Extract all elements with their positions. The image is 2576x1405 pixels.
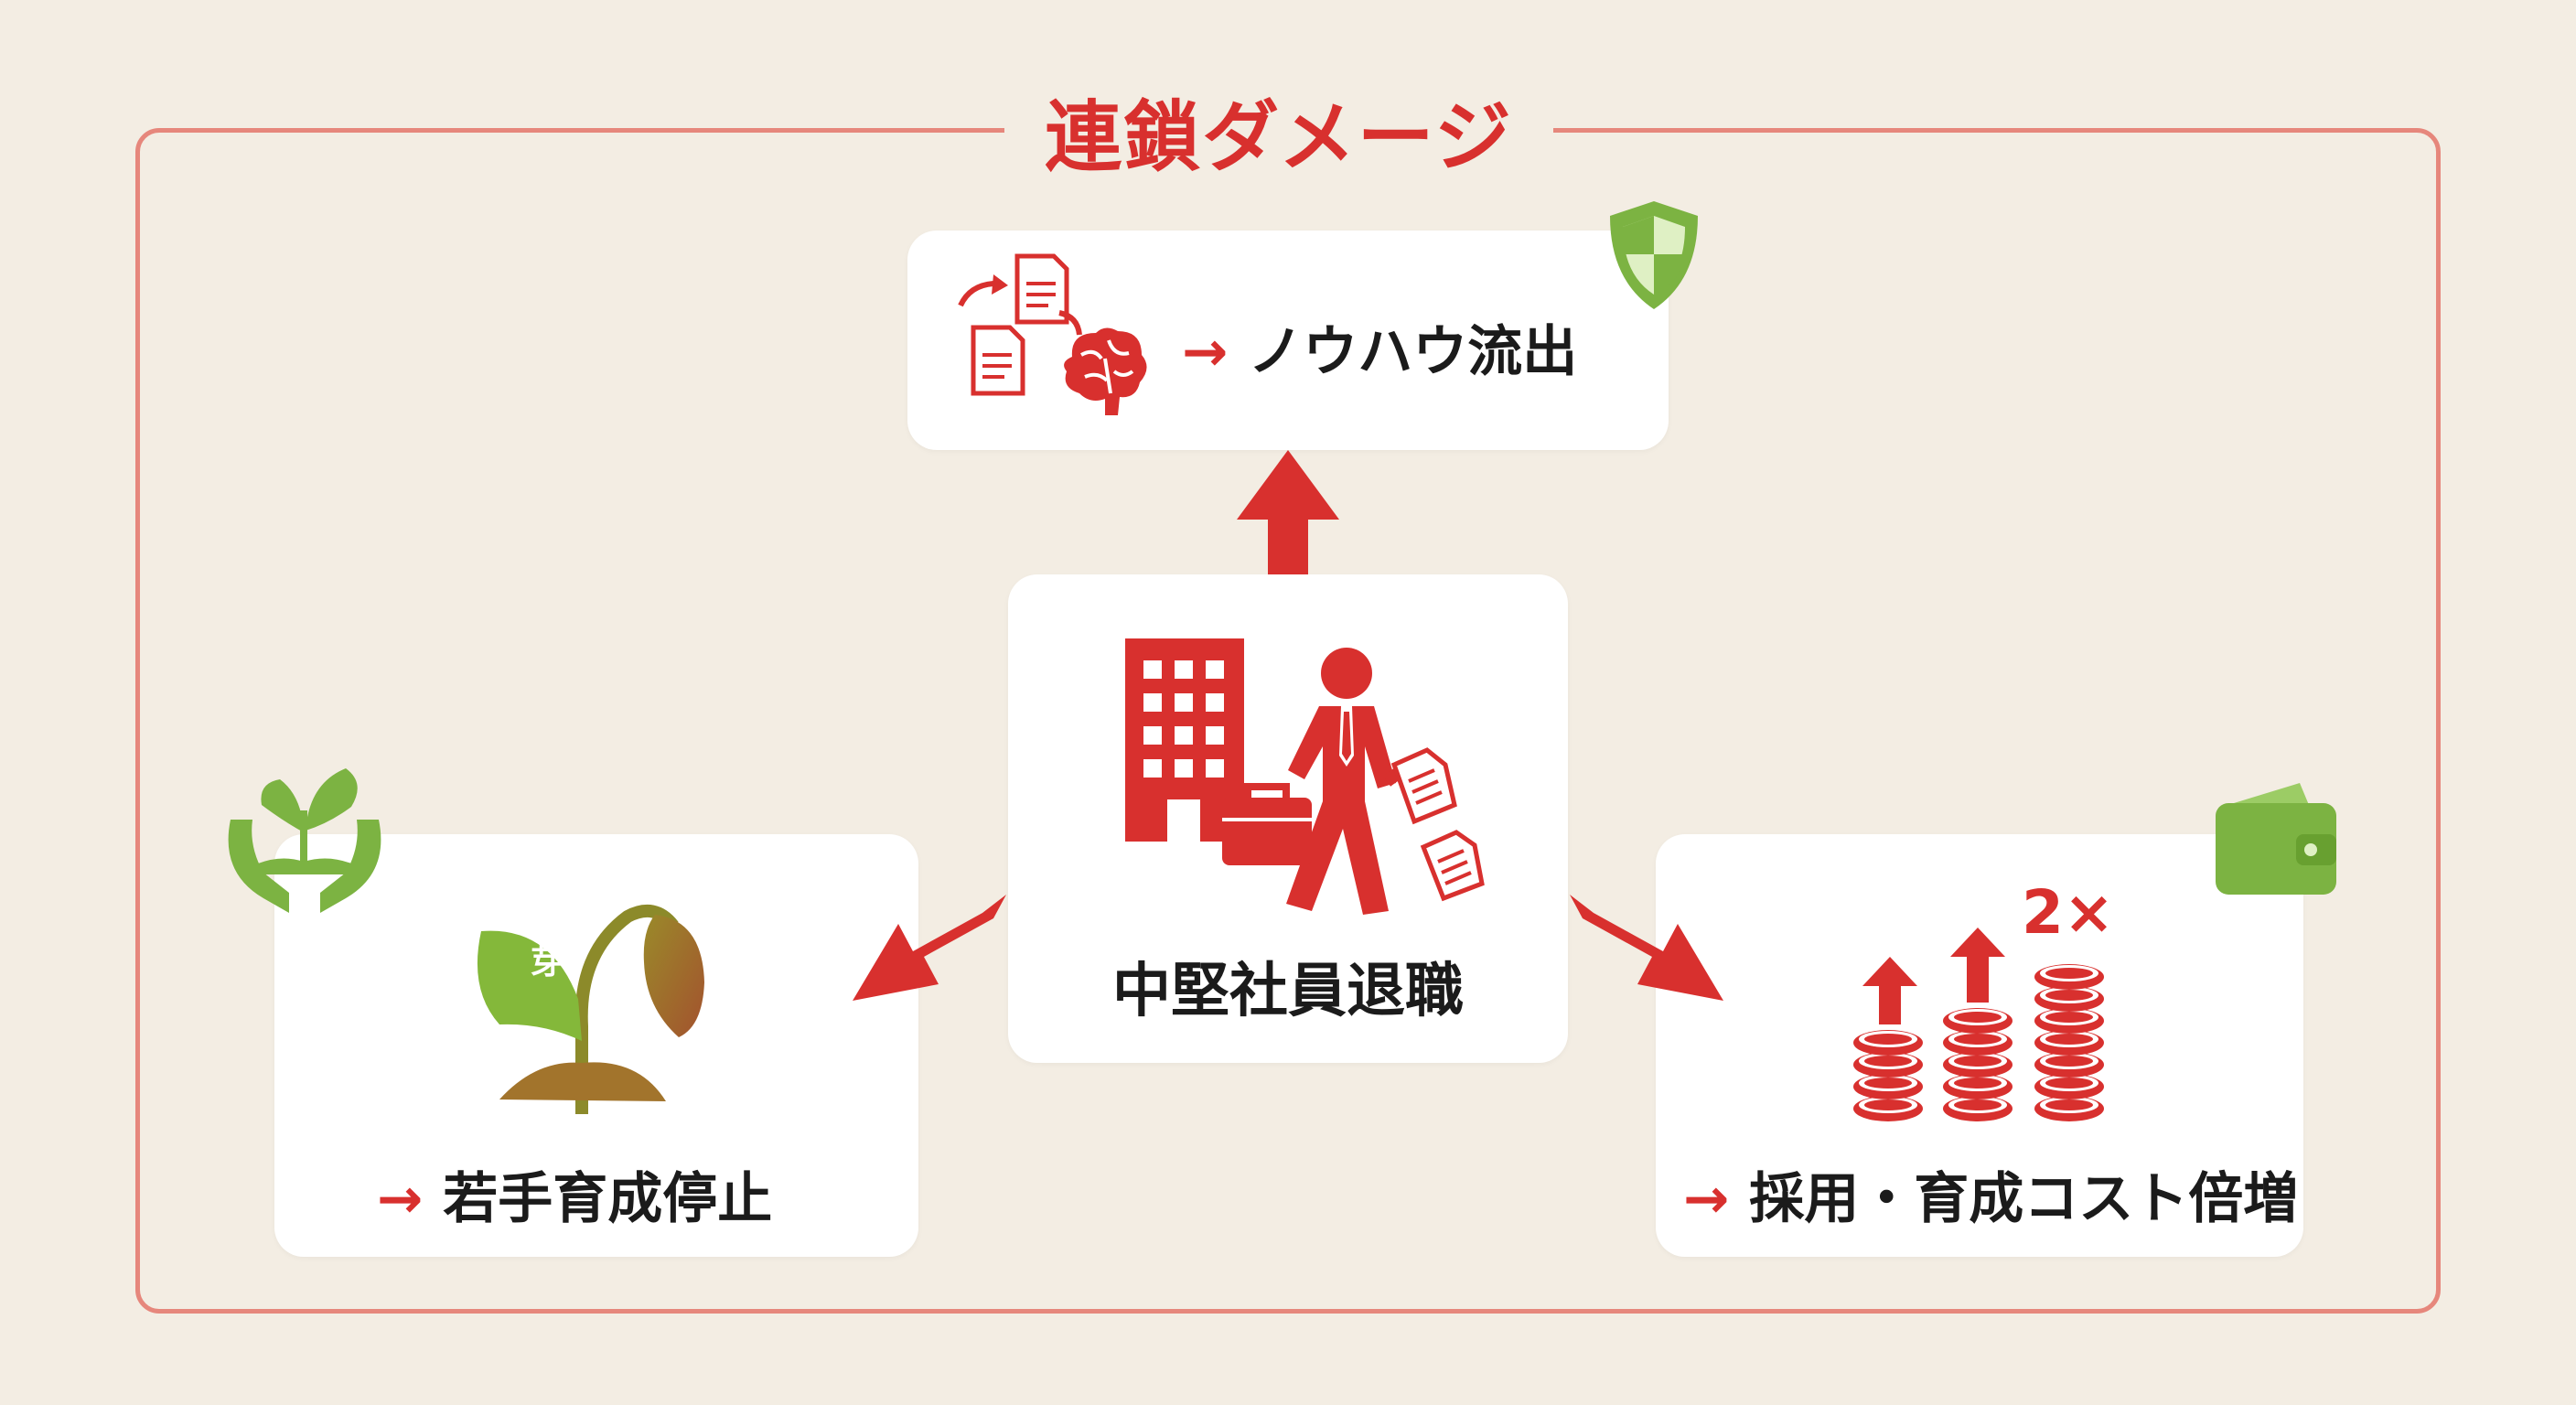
arrow-up [1237,450,1339,574]
document-icon [1390,747,1485,902]
outcome-text: ノウハウ流出 [1248,320,1578,384]
diagram-title: 連鎖ダメージ [1004,82,1553,192]
arrow-right [1570,895,1723,1001]
resignation-label: 中堅社員退職 [1112,958,1464,1025]
arrow-left [853,895,1006,1001]
briefcase-icon [1222,783,1312,865]
wallet-icon [2216,783,2336,895]
wilting-sprout-icon: 芽 [477,904,704,1114]
sprout-text: 芽 [531,944,564,981]
brain-icon [1064,327,1147,415]
arrow-text: → [377,1167,424,1231]
training-stop-label: → 若手育成停止 [377,1154,772,1234]
leaving-employee-icon [1286,648,1417,915]
training-stop-card [274,834,918,1257]
outcome-text: 採用・育成コスト倍増 [1749,1167,2299,1231]
multiplier-text: 2× [2022,877,2114,948]
documents-icon [958,253,1082,396]
multiplier-badge: 2× [2022,877,2114,948]
up-arrow-icon [1862,928,2005,1024]
shield-icon [1610,201,1698,309]
outcome-text: 若手育成停止 [443,1167,773,1231]
knowhow-leak-label: → ノウハウ流出 [1182,307,1577,387]
coin-stacks-icon [1853,928,2104,1121]
arrow-text: → [1182,320,1229,384]
arrow-text: → [1683,1167,1730,1231]
hands-sprout-icon [228,768,381,913]
cost-double-label: → 採用・育成コスト倍増 [1683,1154,2298,1234]
